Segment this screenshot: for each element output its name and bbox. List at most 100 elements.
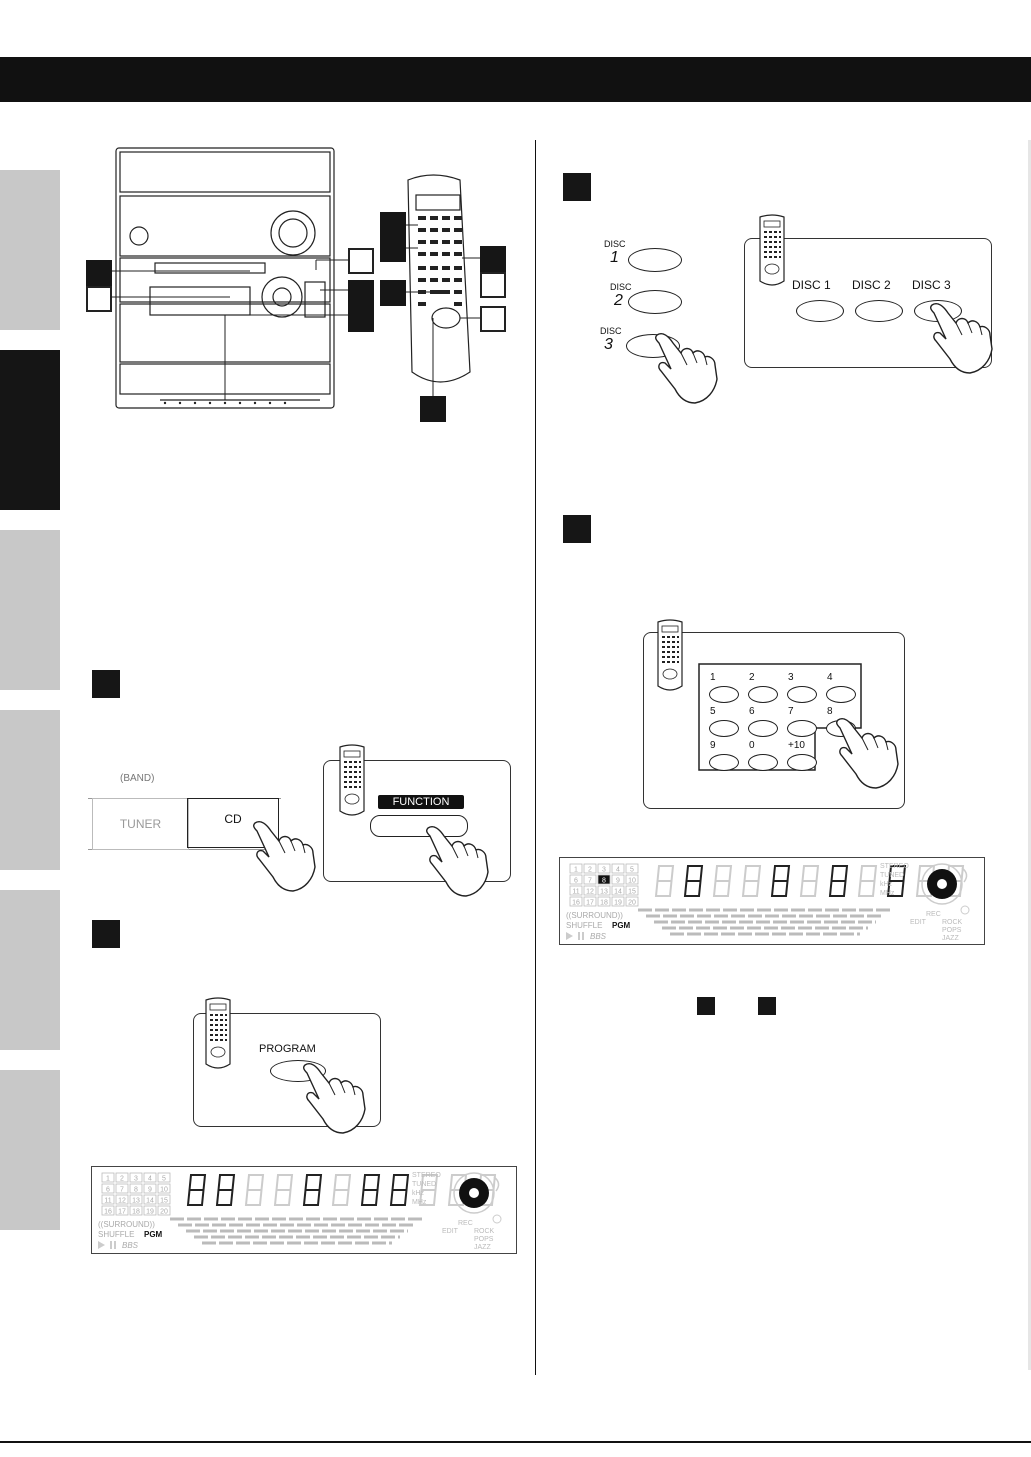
rec-indicator: REC	[926, 911, 941, 918]
track-cell	[583, 885, 597, 896]
track-number: 20	[628, 900, 636, 907]
unit-disc-2-button[interactable]	[628, 290, 682, 314]
segment-char	[244, 1174, 265, 1206]
track-cell	[143, 1205, 157, 1216]
segment-char	[712, 865, 733, 897]
unit-disc-1-button[interactable]	[628, 248, 682, 272]
track-number: 14	[146, 1198, 154, 1205]
track-number: 16	[572, 900, 580, 907]
track-number: 11	[104, 1198, 111, 1205]
shuffle-indicator: SHUFFLE	[98, 1230, 134, 1239]
tuner-button[interactable]: TUNER	[92, 798, 189, 850]
segment-char	[186, 1174, 207, 1206]
step-marker	[348, 306, 374, 332]
track-cell	[129, 1172, 143, 1183]
track-number: 12	[586, 889, 594, 896]
track-number: 19	[146, 1209, 154, 1216]
track-cell	[569, 863, 583, 874]
keypad-button[interactable]	[709, 686, 739, 703]
track-number: 15	[160, 1198, 168, 1205]
step-marker	[420, 396, 446, 422]
keypad-button[interactable]	[709, 754, 739, 771]
side-tab-3[interactable]	[0, 530, 60, 690]
track-number: 10	[160, 1187, 168, 1194]
keypad-button[interactable]	[748, 686, 778, 703]
pops-indicator: POPS	[474, 1236, 494, 1243]
track-cell	[611, 863, 625, 874]
track-cell	[157, 1183, 171, 1194]
keypad-button[interactable]	[748, 754, 778, 771]
band-label: (BAND)	[120, 773, 155, 784]
keypad-button[interactable]	[826, 720, 856, 737]
disc-1-number: 1	[610, 249, 619, 266]
keypad-button[interactable]	[787, 754, 817, 771]
keypad-button[interactable]	[787, 720, 817, 737]
keypad-button[interactable]	[748, 720, 778, 737]
program-button[interactable]	[270, 1060, 326, 1082]
disc-2-label: DISC	[610, 282, 632, 292]
remote-disc-1-label: DISC 1	[792, 278, 831, 292]
track-number: 9	[616, 878, 620, 885]
track-cell	[115, 1205, 129, 1216]
step-2-marker	[92, 920, 120, 948]
disc-3-label: DISC	[600, 326, 622, 336]
keypad-label: 5	[710, 706, 716, 717]
side-tab-2-active[interactable]	[0, 350, 60, 510]
pops-indicator: POPS	[942, 927, 962, 934]
cd-button[interactable]: CD	[187, 798, 279, 848]
step-marker	[348, 280, 374, 306]
step-ref-marker	[758, 997, 776, 1015]
keypad-button[interactable]	[787, 686, 817, 703]
track-cell	[143, 1194, 157, 1205]
keypad-button[interactable]	[709, 720, 739, 737]
pgm-indicator: PGM	[612, 921, 631, 930]
side-tab-6[interactable]	[0, 1070, 60, 1230]
function-button[interactable]	[370, 815, 468, 837]
track-cell	[583, 896, 597, 907]
track-cell	[101, 1205, 115, 1216]
segment-char	[886, 865, 907, 897]
keypad-label: 0	[749, 740, 755, 751]
shuffle-indicator: SHUFFLE	[566, 921, 602, 930]
keypad-button[interactable]	[826, 686, 856, 703]
side-tab-5[interactable]	[0, 890, 60, 1050]
track-number: 7	[120, 1187, 124, 1194]
step-1-marker	[92, 670, 120, 698]
segment-char	[418, 1174, 439, 1206]
track-cell	[129, 1205, 143, 1216]
step-4-marker	[563, 515, 591, 543]
track-number: 1	[574, 867, 578, 874]
program-label: PROGRAM	[259, 1043, 316, 1055]
keypad-label: 4	[827, 672, 833, 683]
segment-char	[302, 1174, 323, 1206]
remote-disc-2-label: DISC 2	[852, 278, 891, 292]
remote-disc-3-button[interactable]	[914, 300, 962, 322]
side-tab-1[interactable]	[0, 170, 60, 330]
track-number: 17	[118, 1209, 126, 1216]
track-cell	[583, 863, 597, 874]
unit-disc-3-button[interactable]	[626, 334, 680, 358]
khz-indicator: kHz	[412, 1190, 425, 1197]
column-divider	[535, 140, 536, 1375]
step-marker	[480, 246, 506, 272]
disc-1-label: DISC	[604, 239, 626, 249]
segment-char	[360, 1174, 381, 1206]
step-marker	[86, 286, 112, 312]
track-number: 3	[134, 1176, 138, 1183]
side-tab-4[interactable]	[0, 710, 60, 870]
track-number: 3	[602, 867, 606, 874]
track-cell	[157, 1172, 171, 1183]
track-cell	[597, 874, 611, 885]
remote-disc-1-button[interactable]	[796, 300, 844, 322]
track-cell	[625, 874, 639, 885]
remote-disc-3-label: DISC 3	[912, 278, 951, 292]
function-label: FUNCTION	[378, 795, 464, 809]
stereo-indicator: STEREO	[412, 1172, 441, 1179]
bbs-indicator: BBS	[122, 1241, 139, 1250]
keypad-label: 1	[710, 672, 716, 683]
remote-disc-2-button[interactable]	[855, 300, 903, 322]
segment-char	[857, 865, 878, 897]
